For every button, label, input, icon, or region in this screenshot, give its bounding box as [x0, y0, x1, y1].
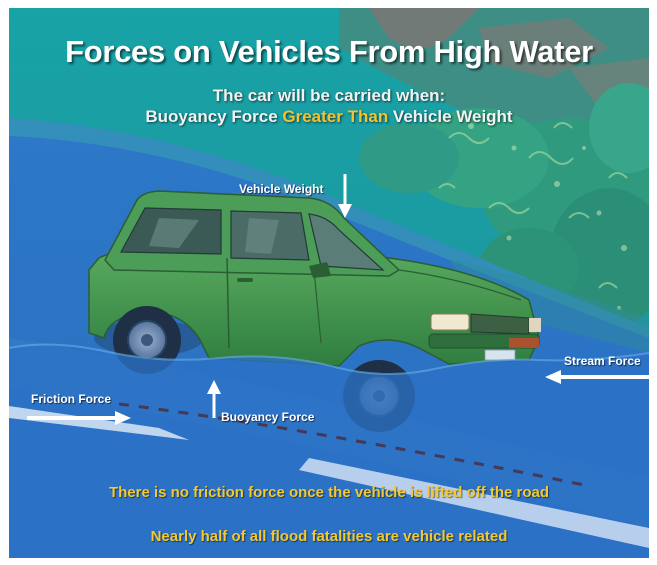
right-arrow-icon: [27, 411, 131, 425]
road-dashed-line: [118, 402, 590, 488]
foliage: [359, 83, 649, 328]
up-arrow-icon: [207, 380, 221, 418]
diagram-title: Forces on Vehicles From High Water: [65, 34, 593, 69]
vehicle-weight-label: Vehicle Weight: [239, 182, 324, 196]
subtitle-line-1: The car will be carried when:: [212, 86, 446, 105]
car: [88, 190, 541, 432]
down-arrow-icon: [338, 174, 352, 218]
subtitle-part-2: Vehicle Weight: [388, 107, 513, 126]
footer-line-1: There is no friction force once the vehi…: [108, 484, 550, 501]
left-arrow-icon: [545, 370, 649, 384]
diagram-scene: [9, 8, 649, 558]
buoyancy-force-label: Buoyancy Force: [221, 410, 315, 424]
friction-force-label: Friction Force: [31, 392, 112, 406]
subtitle-highlight: Greater Than: [282, 107, 389, 126]
flood-forces-diagram: Forces on Vehicles From High Water The c…: [9, 8, 649, 558]
subtitle-line-2: Buoyancy Force Greater Than Vehicle Weig…: [9, 107, 649, 127]
stream-force-label: Stream Force: [564, 354, 641, 368]
road-edge-stripe: [9, 406, 189, 440]
subtitle-part-1: Buoyancy Force: [145, 107, 283, 126]
footer-line-2: Nearly half of all flood fatalities are …: [150, 528, 508, 545]
